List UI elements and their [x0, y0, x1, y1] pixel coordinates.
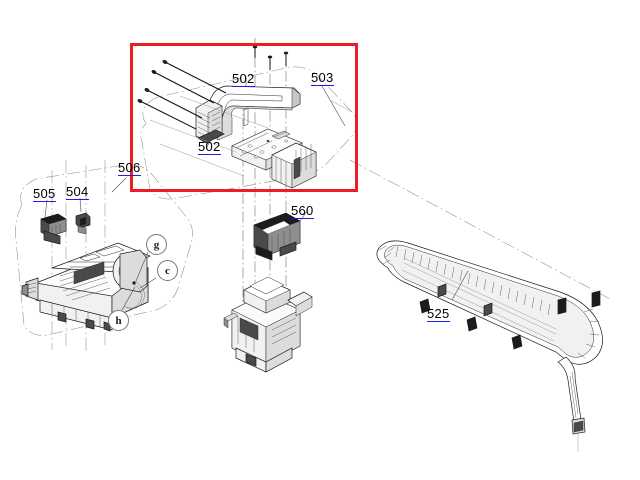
callout-525[interactable]: 525 [427, 306, 450, 322]
callout-503[interactable]: 503 [311, 70, 334, 86]
leader-506 [111, 177, 127, 193]
screws-vertical [252, 45, 289, 70]
cable-harness-525 [376, 240, 603, 452]
callout-504[interactable]: 504 [66, 184, 89, 200]
leader-503 [321, 85, 346, 127]
part-504 [75, 197, 91, 235]
reference-letter-c[interactable]: c [157, 260, 178, 281]
plate-holes [241, 139, 289, 159]
reference-letter-g[interactable]: g [146, 234, 167, 255]
reference-leaders [121, 251, 157, 311]
red-selection-rectangle[interactable] [130, 43, 358, 192]
leader-502-lower [205, 135, 215, 149]
callout-560[interactable]: 560 [291, 203, 314, 219]
cable-clamps [419, 283, 601, 350]
part-560 [253, 209, 309, 261]
callout-502-upper[interactable]: 502 [232, 71, 255, 87]
construction-lines [149, 95, 353, 177]
reference-letter-h[interactable]: h [108, 310, 129, 331]
bracket-502 [195, 85, 301, 144]
callout-505[interactable]: 505 [33, 186, 56, 202]
center-machine-assembly [223, 276, 313, 373]
highlighted-assembly-group [137, 45, 358, 200]
callout-502-lower[interactable]: 502 [198, 139, 221, 155]
left-machine-assembly [21, 242, 151, 332]
callout-506[interactable]: 506 [118, 160, 141, 176]
part-505 [40, 199, 67, 245]
screws-upper-left [137, 60, 227, 130]
finned-block [271, 142, 317, 189]
envelope-506 [15, 164, 193, 336]
